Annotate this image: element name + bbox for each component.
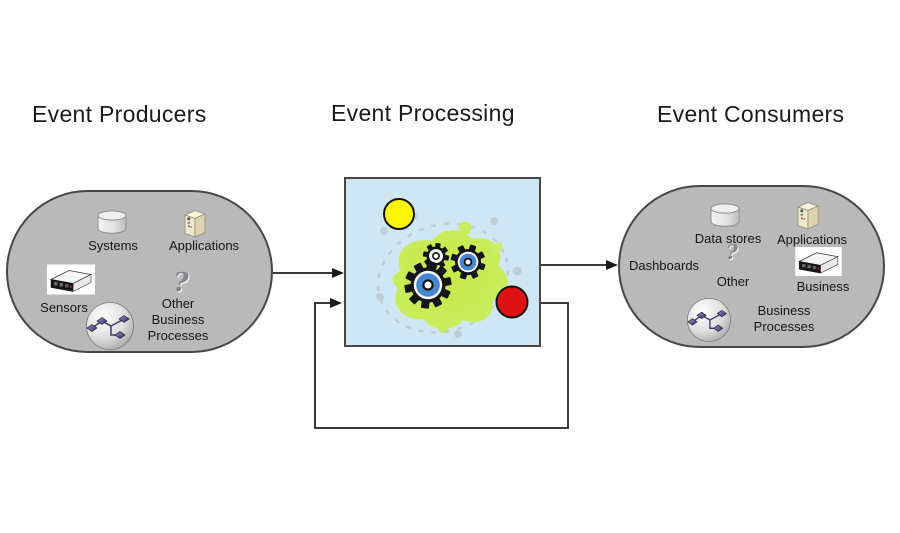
business-label: Business	[796, 279, 850, 294]
other-line-2: Business	[151, 312, 205, 327]
question-mark-icon: ?	[173, 268, 189, 298]
business-processes-line-1: Business	[757, 303, 811, 318]
business-process-sphere-icon	[85, 301, 135, 351]
systems-label: Systems	[88, 238, 138, 253]
database-icon	[709, 203, 741, 228]
event-consumers-group: Data stores Applications Dashboards ? Ot…	[618, 185, 885, 348]
other-business-processes-label: Other Business Processes	[148, 296, 209, 344]
arrowhead-feedback	[330, 298, 342, 308]
business-device-icon	[795, 247, 842, 276]
other-line-1: Other	[161, 296, 195, 311]
other-line-3: Processes	[147, 328, 209, 343]
database-icon	[96, 210, 128, 235]
sensor-device-icon	[47, 264, 95, 295]
application-server-icon	[183, 209, 207, 238]
business-processes-label: Business Processes	[754, 303, 815, 335]
application-server-icon	[796, 201, 820, 230]
consumers-title: Event Consumers	[657, 101, 845, 127]
processing-title: Event Processing	[331, 100, 515, 126]
event-circle-red	[495, 285, 529, 319]
event-producers-group: Systems Applications	[6, 190, 273, 353]
sensors-label: Sensors	[40, 300, 88, 315]
gear-small	[422, 242, 450, 270]
gear-medium	[450, 244, 486, 280]
event-circle-yellow	[383, 198, 415, 230]
other-label: Other	[716, 274, 750, 289]
data-stores-label: Data stores	[694, 231, 762, 246]
applications-label: Applications	[776, 232, 848, 247]
processing-scene	[376, 198, 529, 338]
dashboards-label: Dashboards	[628, 258, 700, 273]
arrowhead-into-consumers	[606, 260, 618, 270]
business-processes-line-2: Processes	[753, 319, 815, 334]
question-mark-icon: ?	[726, 240, 738, 264]
arrowhead-into-processing	[332, 268, 344, 278]
event-processing-box	[344, 177, 541, 347]
producers-title: Event Producers	[32, 101, 207, 127]
applications-label: Applications	[168, 238, 240, 253]
business-process-sphere-icon	[686, 297, 732, 343]
